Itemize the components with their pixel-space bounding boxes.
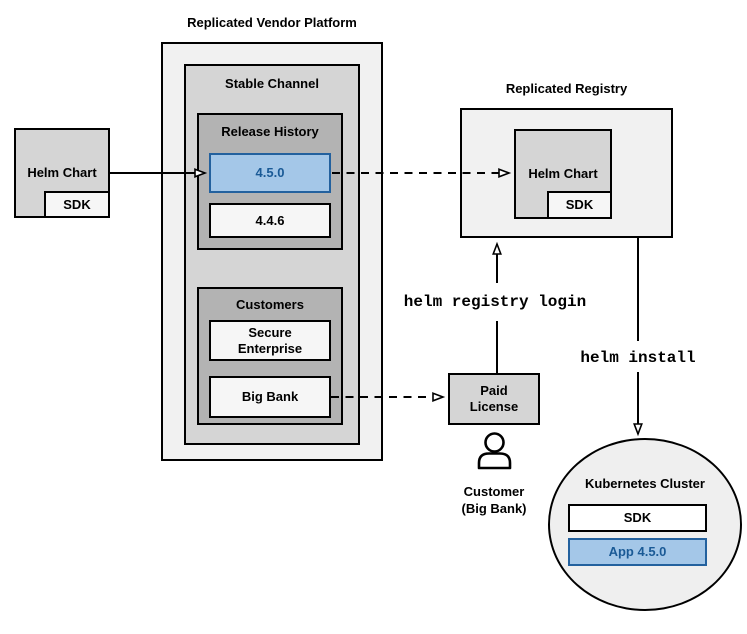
customer-person-line2: (Big Bank) <box>461 501 527 516</box>
secure-enterprise-label: Secure Enterprise <box>237 324 303 356</box>
release-450-label: 4.5.0 <box>255 165 285 180</box>
release-history-title: Release History <box>221 124 319 139</box>
vendor-platform-title: Replicated Vendor Platform <box>187 15 357 30</box>
registry-sdk-label: SDK <box>565 197 594 212</box>
customers-title: Customers <box>236 297 304 312</box>
stable-channel-title: Stable Channel <box>225 76 319 91</box>
secure-enterprise-node: Secure Enterprise <box>209 320 331 361</box>
person-body <box>477 452 512 470</box>
helm-chart-source-sdk-box: SDK <box>44 191 110 218</box>
kubernetes-cluster-title: Kubernetes Cluster <box>585 476 705 491</box>
helm-chart-source-sdk-label: SDK <box>63 196 91 212</box>
person-icon <box>476 430 514 476</box>
cmd-helm-install: helm install <box>580 349 696 367</box>
release-446-label: 4.4.6 <box>255 212 285 228</box>
k8s-sdk-label: SDK <box>623 510 652 525</box>
customer-person-line1: Customer <box>463 484 525 499</box>
release-node-446: 4.4.6 <box>209 203 331 238</box>
registry-sdk-box: SDK <box>547 191 612 219</box>
big-bank-label: Big Bank <box>241 389 299 404</box>
k8s-app-label: App 4.5.0 <box>608 544 667 559</box>
helm-chart-source-label: Helm Chart <box>27 165 97 180</box>
release-node-450: 4.5.0 <box>209 153 331 193</box>
cmd-helm-registry-login: helm registry login <box>403 293 587 311</box>
paid-license-label: Paid License <box>469 383 519 414</box>
big-bank-node: Big Bank <box>209 376 331 418</box>
paid-license-box: Paid License <box>448 373 540 425</box>
person-head <box>484 432 505 453</box>
k8s-app-node: App 4.5.0 <box>568 538 707 566</box>
replicated-registry-title: Replicated Registry <box>505 81 628 96</box>
registry-helm-chart-label: Helm Chart <box>528 166 598 181</box>
k8s-sdk-node: SDK <box>568 504 707 532</box>
customer-person-label: Customer (Big Bank) <box>424 483 564 517</box>
